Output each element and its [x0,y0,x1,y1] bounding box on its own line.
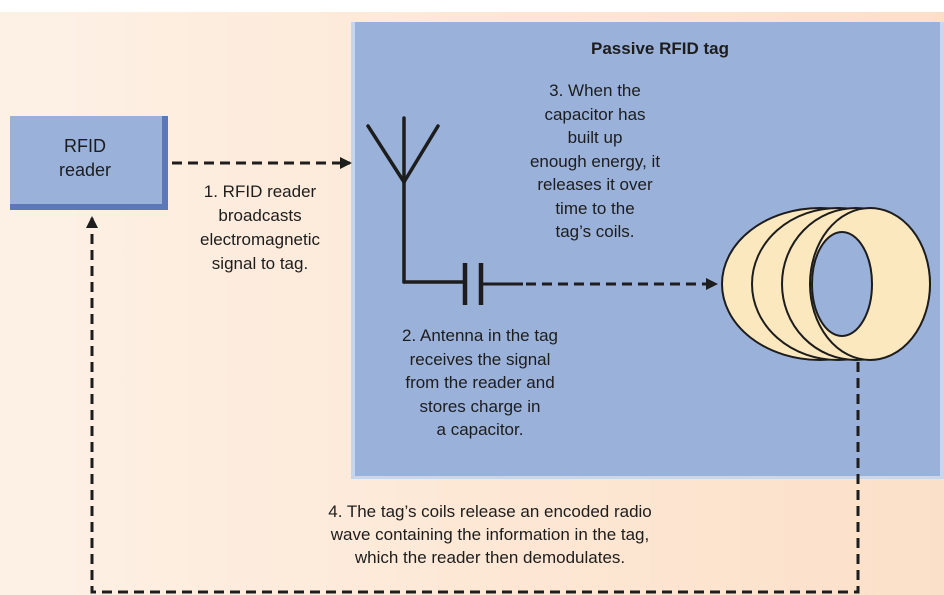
capacitor-icon [462,263,523,305]
antenna-icon [366,116,465,284]
step-3-line: 3. When the [549,81,641,100]
step-2-line: stores charge in [419,396,541,416]
step-2-line: from the reader and [405,373,555,392]
step-1-line: broadcasts [218,206,302,225]
step-2-line: 2. Antenna in the tag [402,326,558,345]
step-3-line: tag’s coils. [555,222,635,241]
arrow-coils-to-reader [86,216,860,594]
step-1-line: electromagnetic [199,230,320,249]
step-2-label: 2. Antenna in the tag receives the signa… [360,324,600,442]
step-2-line: a capacitor. [436,420,524,439]
step-1-line: signal to tag. [211,254,309,273]
step-4-label: 4. The tag’s coils release an encoded ra… [190,500,790,569]
step-3-line: releases it over [537,175,653,194]
reader-label-line: RFID [64,136,106,156]
step-3-line: built up [567,128,623,147]
step-3-line: time to the [555,198,635,218]
top-margin [0,0,944,12]
step-3-line: capacitor has [544,104,646,124]
step-4-line: 4. The tag’s coils release an encoded ra… [328,502,652,521]
reader-label-line: reader [58,160,112,180]
reader-label: RFID reader [10,134,160,182]
step-1-label: 1. RFID reader broadcasts electromagneti… [160,180,360,276]
step-1-line: 1. RFID reader [203,182,317,201]
rfid-reader-box [10,116,168,210]
step-4-line: which the reader then demodulates. [354,548,626,567]
tag-title: Passive RFID tag [591,39,729,58]
step-3-label: 3. When the capacitor has built up enoug… [475,79,715,244]
step-4-line: wave containing the information in the t… [330,525,650,544]
coil-icon [721,207,931,361]
step-2-line: receives the signal [409,349,551,369]
step-3-line: enough energy, it [529,151,661,171]
